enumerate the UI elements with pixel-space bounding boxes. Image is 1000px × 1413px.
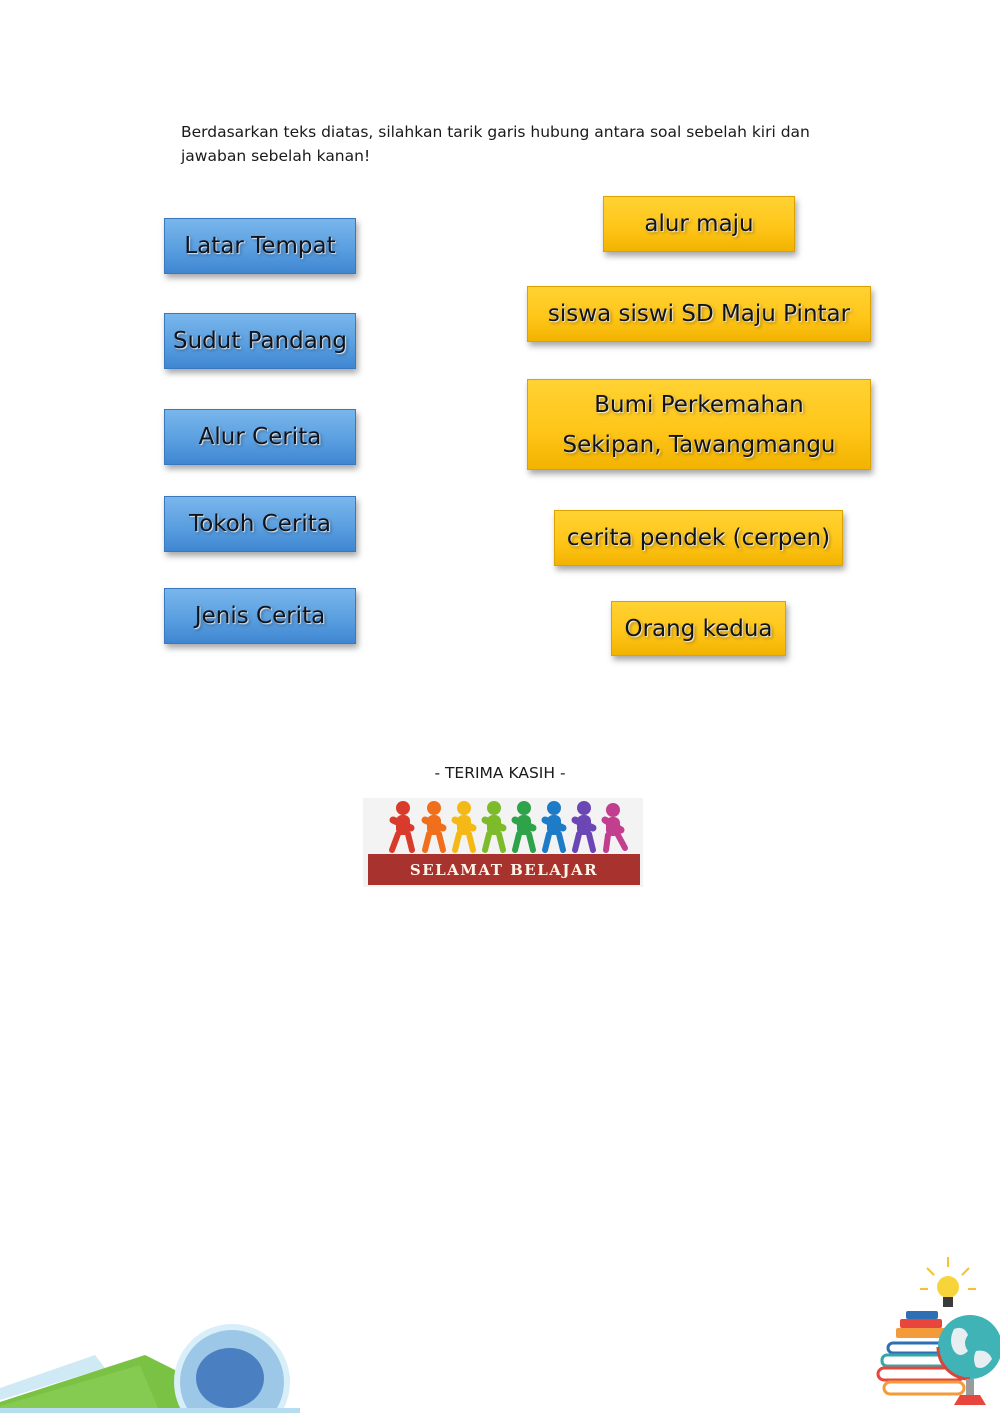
answer-cerita-pendek[interactable]: cerita pendek (cerpen) bbox=[554, 510, 843, 566]
answer-label: cerita pendek (cerpen) bbox=[566, 525, 831, 551]
question-tokoh-cerita[interactable]: Tokoh Cerita bbox=[164, 496, 356, 552]
selamat-belajar-banner: SELAMAT BELAJAR bbox=[363, 798, 643, 887]
answer-siswa-siswi[interactable]: siswa siswi SD Maju Pintar bbox=[527, 286, 871, 342]
answer-bumi-perkemahan[interactable]: Bumi Perkemahan Sekipan, Tawangmangu bbox=[527, 379, 871, 470]
question-label: Sudut Pandang bbox=[172, 328, 348, 354]
question-sudut-pandang[interactable]: Sudut Pandang bbox=[164, 313, 356, 369]
question-label: Latar Tempat bbox=[184, 233, 336, 259]
question-latar-tempat[interactable]: Latar Tempat bbox=[164, 218, 356, 274]
question-jenis-cerita[interactable]: Jenis Cerita bbox=[164, 588, 356, 644]
question-label: Tokoh Cerita bbox=[189, 511, 331, 537]
closing-text: - TERIMA KASIH - bbox=[434, 764, 566, 782]
question-label: Jenis Cerita bbox=[194, 603, 326, 629]
answer-alur-maju[interactable]: alur maju bbox=[603, 196, 795, 252]
hill-decoration bbox=[0, 1324, 300, 1413]
books-globe-decoration bbox=[876, 1257, 1000, 1405]
banner-text: SELAMAT BELAJAR bbox=[368, 854, 640, 885]
question-alur-cerita[interactable]: Alur Cerita bbox=[164, 409, 356, 465]
people-chain-illustration bbox=[389, 801, 628, 853]
answer-label: alur maju bbox=[644, 211, 754, 237]
answer-label: Orang kedua bbox=[624, 615, 773, 642]
answer-label: siswa siswi SD Maju Pintar bbox=[547, 301, 851, 327]
question-label: Alur Cerita bbox=[198, 424, 322, 450]
answer-orang-kedua[interactable]: Orang kedua bbox=[611, 601, 786, 656]
instruction-text: Berdasarkan teks diatas, silahkan tarik … bbox=[181, 123, 810, 165]
answer-label: Bumi Perkemahan Sekipan, Tawangmangu bbox=[562, 391, 836, 458]
